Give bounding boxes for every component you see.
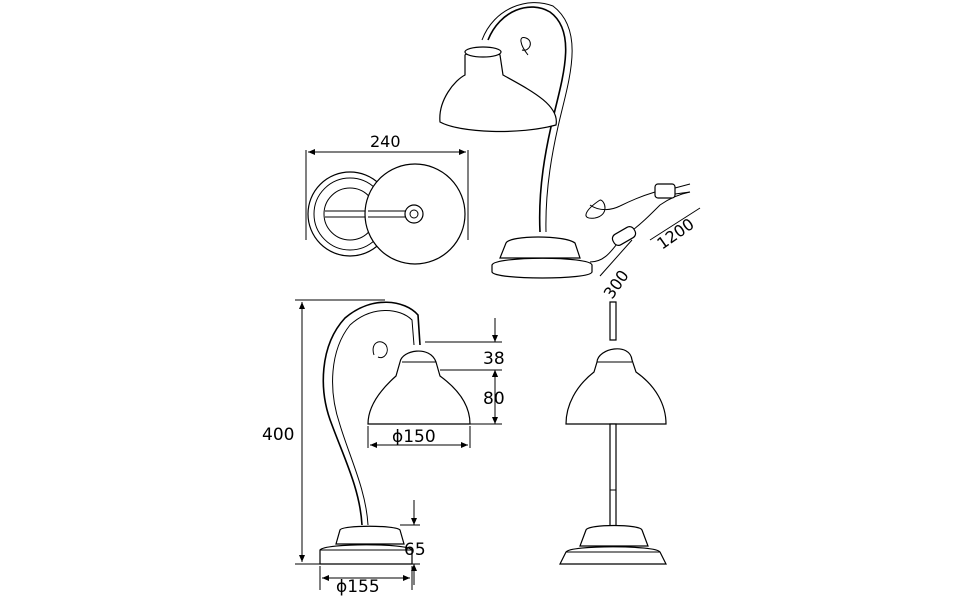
perspective-arm-inner [481,2,573,233]
base-height-label: 65 [404,540,426,560]
side-base-upper [335,525,405,545]
base-diameter-label: ϕ155 [336,577,380,597]
perspective-base-lower [491,257,593,279]
cable-switch [611,226,637,246]
side-base-lower [319,544,413,565]
shade-body-label: 80 [483,389,505,409]
side-arm-curl [372,341,388,359]
cable-short-dim-line [599,239,633,277]
front-shade [565,348,667,425]
height-label: 400 [262,425,294,445]
side-shade [367,350,471,425]
perspective-curl [520,36,531,56]
side-view: 400 38 80 ϕ150 65 ϕ155 [262,299,505,597]
cable-coil [585,199,621,219]
perspective-shade-cap [464,46,502,58]
front-base-lower [559,546,667,565]
cable-short-label: 300 [600,266,633,302]
perspective-arm [487,6,567,233]
cable-long-dim-line [649,207,701,241]
front-top-pole [609,301,617,341]
top-view: 240 [305,132,469,265]
front-base-upper [579,524,649,547]
cable-to-plug [619,191,656,207]
perspective-view: 300 1200 [439,2,701,302]
perspective-base-upper [499,236,581,259]
shade-diameter-label: ϕ150 [392,427,436,447]
front-stem [609,423,617,531]
plug-pins [674,183,691,195]
front-view [559,301,667,565]
shade-top-label: 38 [483,349,505,369]
top-view-socket-inner [409,209,419,219]
cable-long-label: 1200 [653,214,697,253]
plug-body [654,183,676,199]
perspective-shade [439,50,557,133]
top-view-socket [404,204,424,224]
side-arm-outer [322,301,421,526]
side-arm-inner [332,310,415,526]
top-view-width-label: 240 [370,132,401,151]
